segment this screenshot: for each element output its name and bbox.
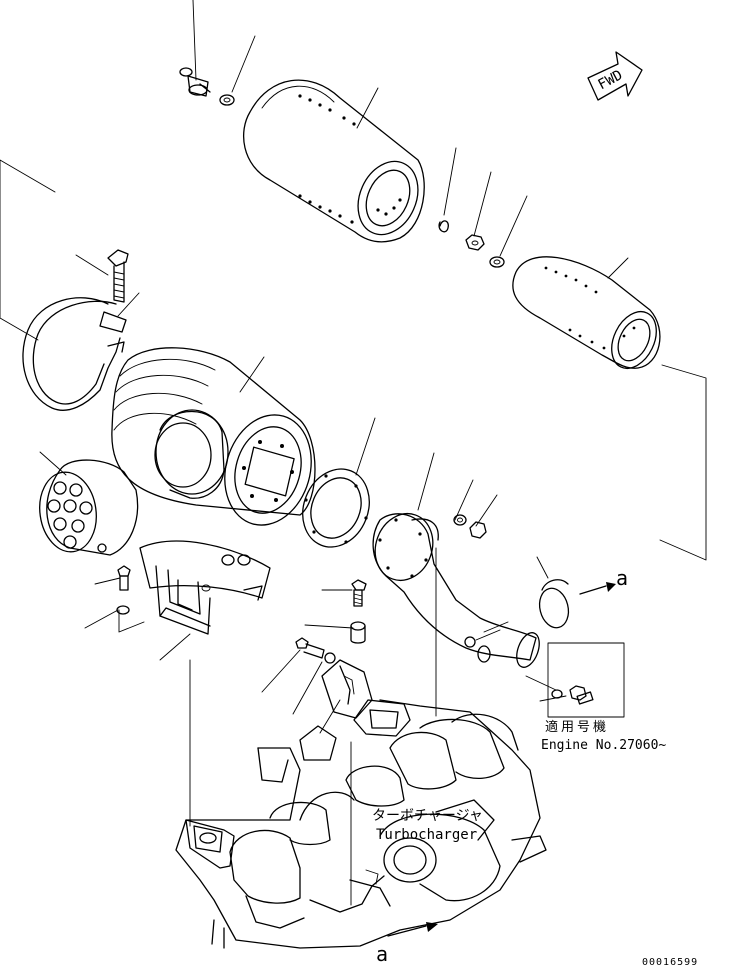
callout-a-upper: a bbox=[616, 566, 629, 590]
spacer bbox=[350, 621, 366, 644]
hose-clamp bbox=[538, 579, 616, 629]
clip bbox=[438, 220, 449, 233]
top-nut bbox=[219, 94, 235, 106]
side-bolt bbox=[295, 637, 336, 664]
pipe-washer bbox=[453, 514, 467, 526]
mid-nut bbox=[465, 234, 485, 251]
fwd-arrow bbox=[587, 51, 643, 101]
air-cleaner-body bbox=[111, 347, 316, 526]
outer-filter-element bbox=[243, 79, 425, 243]
pipe-nut bbox=[469, 521, 487, 539]
mid-washer bbox=[489, 256, 505, 268]
bracket-bolt bbox=[116, 565, 131, 615]
engine-assembly bbox=[175, 699, 547, 949]
callout-a-lower: a bbox=[376, 942, 389, 966]
intake-pipe bbox=[372, 512, 540, 668]
bolt-long bbox=[107, 249, 129, 303]
band-clamp bbox=[22, 297, 127, 411]
catalog-number: 00016599 bbox=[642, 957, 699, 968]
bottom-arrow bbox=[387, 922, 438, 937]
gasket bbox=[302, 468, 370, 548]
applicable-label: 適用号機 bbox=[545, 720, 610, 735]
support-bracket bbox=[321, 659, 373, 719]
turbocharger-label-en: Turbocharger bbox=[376, 827, 478, 843]
mount-bracket bbox=[139, 540, 271, 635]
engine-number-label: Engine No.27060~ bbox=[541, 738, 667, 753]
center-bolt bbox=[351, 579, 367, 607]
inner-filter-element bbox=[512, 256, 661, 370]
wing-bolt bbox=[179, 67, 211, 97]
turbocharger-label-jp: ターボチャージャ bbox=[372, 808, 483, 824]
safety-element bbox=[39, 459, 139, 556]
inset-box bbox=[547, 642, 625, 718]
leader-lines bbox=[0, 0, 707, 906]
